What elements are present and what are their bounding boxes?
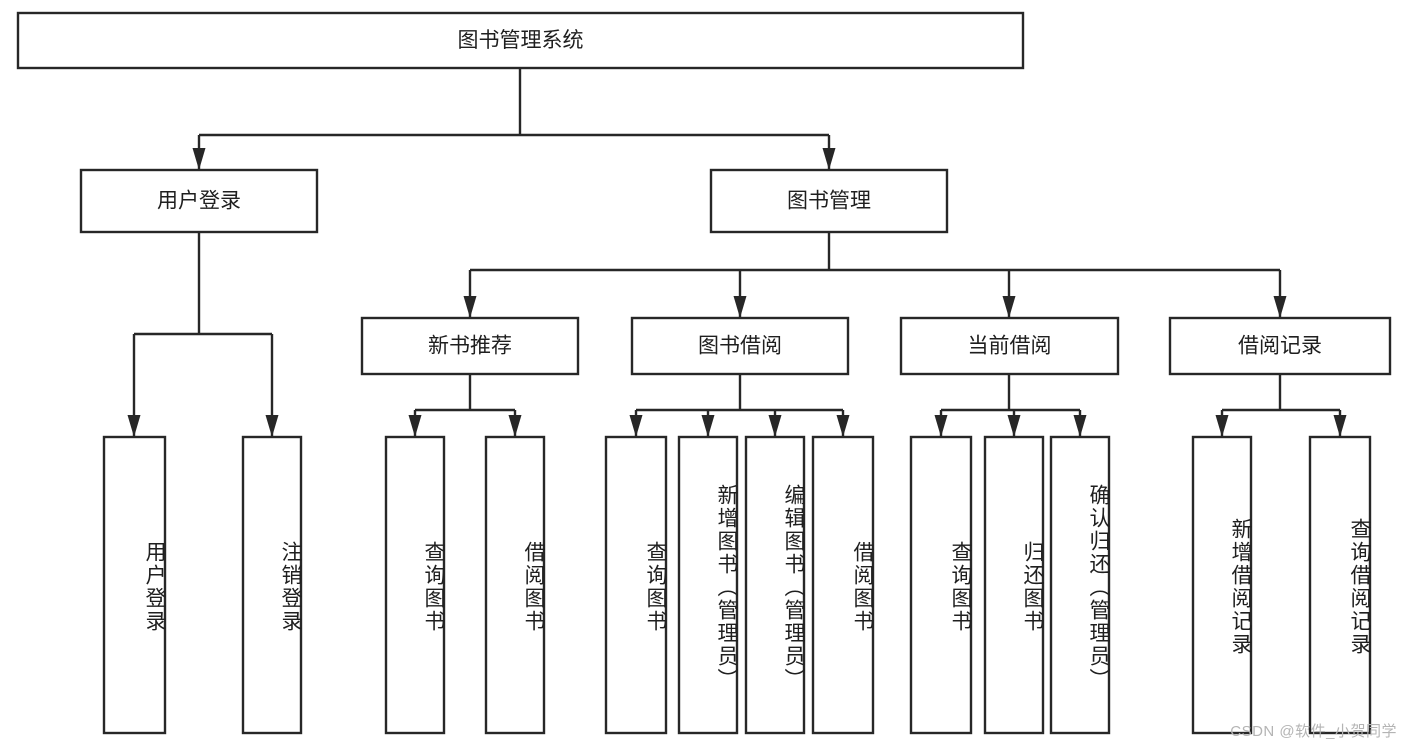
arrow-head-icon xyxy=(192,148,206,170)
arrow-head-icon xyxy=(463,296,477,318)
node-user-login[interactable] xyxy=(79,168,319,234)
node-label-user-login: 用户登录 xyxy=(157,190,241,213)
arrow-head-icon xyxy=(1333,415,1347,437)
arrow-head-icon xyxy=(508,415,522,437)
node-label-root: 图书管理系统 xyxy=(458,29,584,52)
node-leaf-borrow-book-1[interactable] xyxy=(484,435,546,735)
node-borrow-record[interactable] xyxy=(1168,316,1392,376)
csdn-watermark: CSDN @软件_小贺同学 xyxy=(1230,723,1397,740)
arrow-head-icon xyxy=(629,415,643,437)
node-root[interactable] xyxy=(16,11,1025,70)
node-leaf-query-book-2[interactable] xyxy=(604,435,668,735)
arrow-head-icon xyxy=(265,415,279,437)
node-current-borrow[interactable] xyxy=(899,316,1120,376)
arrow-head-icon xyxy=(1273,296,1287,318)
arrow-head-icon xyxy=(1007,415,1021,437)
node-leaf-borrow-book-2[interactable] xyxy=(811,435,875,735)
arrow-head-icon xyxy=(408,415,422,437)
node-leaf-user-login[interactable] xyxy=(102,435,167,735)
arrow-head-icon xyxy=(768,415,782,437)
node-label-book-borrow: 图书借阅 xyxy=(698,335,782,358)
arrow-head-icon xyxy=(1215,415,1229,437)
node-label-book-manage: 图书管理 xyxy=(787,190,871,213)
arrow-head-icon xyxy=(822,148,836,170)
node-new-book-recommend[interactable] xyxy=(360,316,580,376)
arrow-head-icon xyxy=(733,296,747,318)
connector-layer xyxy=(127,68,1347,437)
arrow-head-icon xyxy=(934,415,948,437)
node-leaf-add-record[interactable] xyxy=(1191,435,1253,735)
arrow-head-icon xyxy=(836,415,850,437)
node-label-new-book-recommend: 新书推荐 xyxy=(428,335,512,358)
node-book-borrow[interactable] xyxy=(630,316,850,376)
node-leaf-query-book-1[interactable] xyxy=(384,435,446,735)
arrow-head-icon xyxy=(1073,415,1087,437)
arrow-head-icon xyxy=(1002,296,1016,318)
node-book-manage[interactable] xyxy=(709,168,949,234)
node-leaf-query-book-3[interactable] xyxy=(909,435,973,735)
node-label-borrow-record: 借阅记录 xyxy=(1238,335,1322,358)
node-leaf-query-record[interactable] xyxy=(1308,435,1372,735)
node-leaf-user-logout[interactable] xyxy=(241,435,303,735)
arrow-head-icon xyxy=(127,415,141,437)
arrow-head-icon xyxy=(701,415,715,437)
node-leaf-edit-book[interactable] xyxy=(744,435,806,735)
node-leaf-confirm-return[interactable] xyxy=(1049,435,1111,735)
node-leaf-add-book[interactable] xyxy=(677,435,739,735)
node-label-current-borrow: 当前借阅 xyxy=(968,335,1052,358)
node-box-layer xyxy=(16,11,1392,735)
node-leaf-return-book[interactable] xyxy=(983,435,1045,735)
